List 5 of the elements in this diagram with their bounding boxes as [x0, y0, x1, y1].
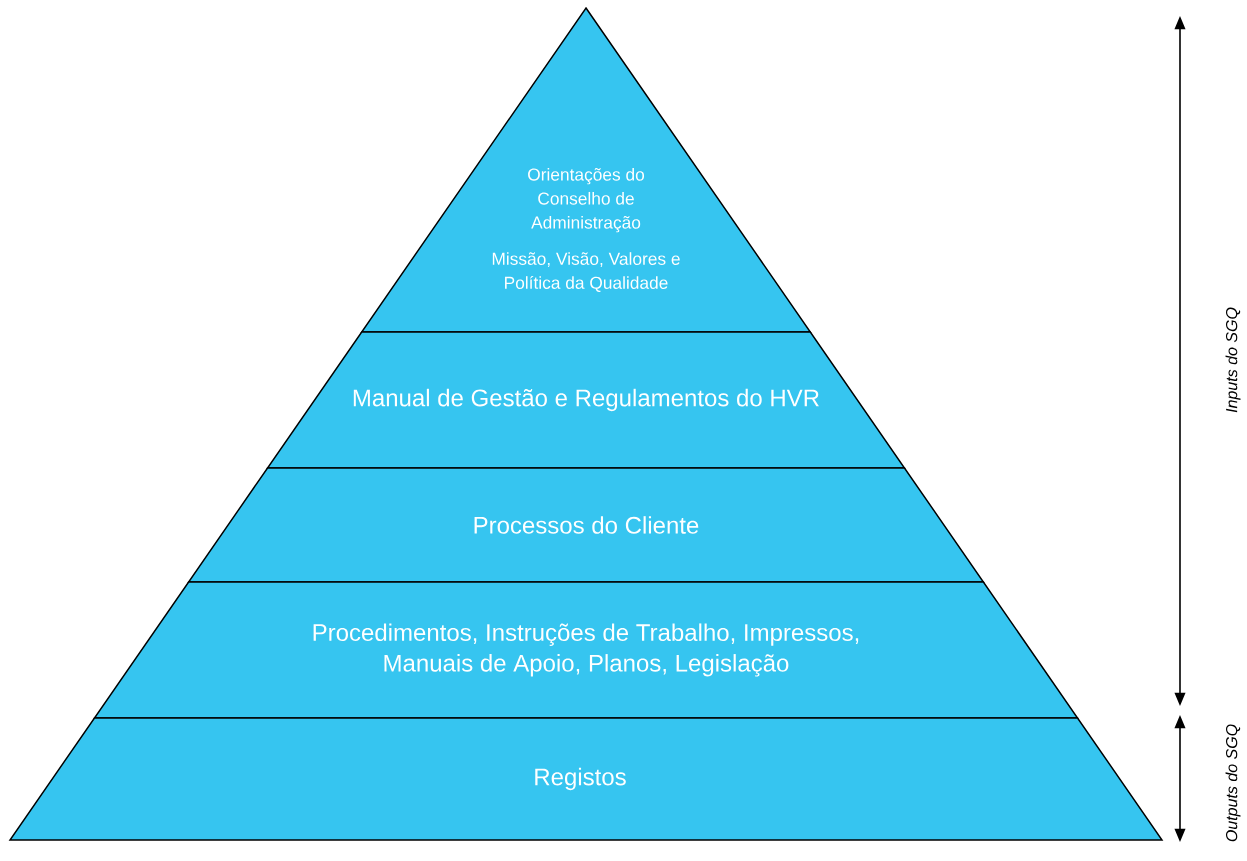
- pyramid-layer: Procedimentos, Instruções de Trabalho, Impressos, Manuais de Apoio, Planos, Legislação: [93, 581, 1079, 719]
- side-label: Outputs do SGQ: [1225, 724, 1241, 842]
- side-label: Inputs do SGQ: [1225, 307, 1241, 413]
- pyramid-layer: Manual de Gestão e Regulamentos do HVR: [266, 331, 906, 469]
- pyramid-layer: Processos do Cliente: [187, 467, 985, 583]
